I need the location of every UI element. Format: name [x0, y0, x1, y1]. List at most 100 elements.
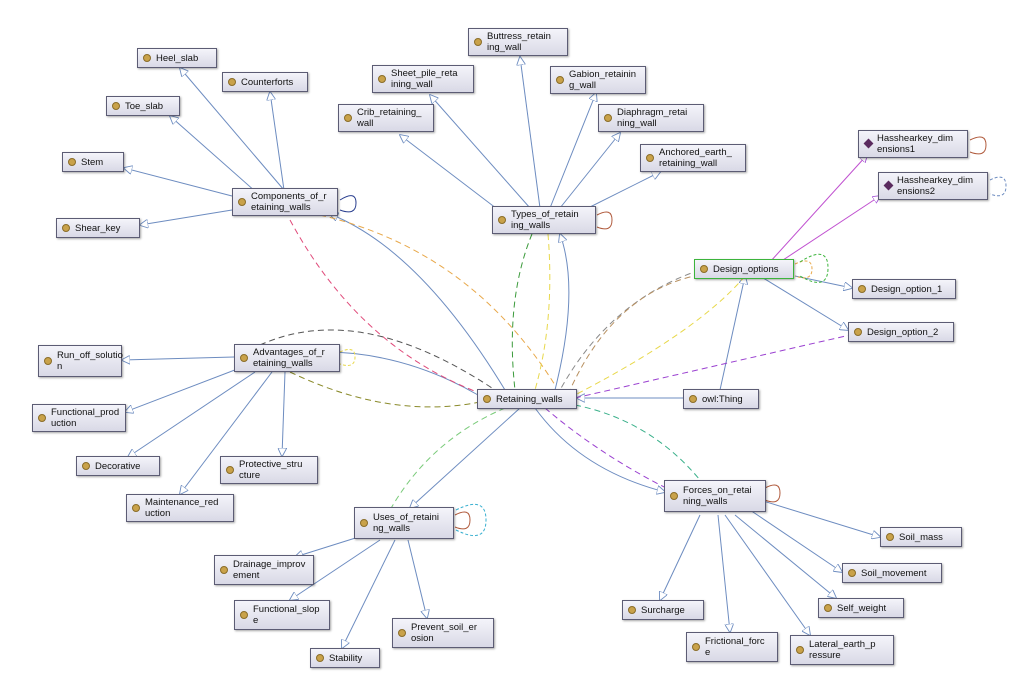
node-components-of-retaining-walls[interactable]: Components_of_r etaining_walls	[232, 188, 338, 216]
class-icon	[240, 354, 248, 362]
node-gabion-retaining-wall[interactable]: Gabion_retainin g_wall	[550, 66, 646, 94]
node-shear-key[interactable]: Shear_key	[56, 218, 140, 238]
edge-dashed-dark-advantages	[259, 329, 496, 391]
self-loop-types	[596, 211, 613, 230]
edge-advantages-functional-production	[125, 367, 241, 412]
node-decorative[interactable]: Decorative	[76, 456, 160, 476]
node-label: Stability	[329, 652, 363, 664]
node-stability[interactable]: Stability	[310, 648, 380, 668]
node-design-option-2[interactable]: Design_option_2	[848, 322, 954, 342]
class-icon	[689, 395, 697, 403]
node-label: Lateral_earth_p ressure	[809, 639, 876, 661]
edge-uses-drainage	[295, 534, 366, 557]
node-soil-movement[interactable]: Soil_movement	[842, 563, 942, 583]
node-uses-of-retaining-walls[interactable]: Uses_of_retaini ng_walls	[354, 507, 454, 539]
node-crib-retaining-wall[interactable]: Crib_retaining_ wall	[338, 104, 434, 132]
edge-dashed-green	[511, 233, 533, 391]
node-forces-on-retaining-walls[interactable]: Forces_on_retai ning_walls	[664, 480, 766, 512]
node-label: Buttress_retain ing_wall	[487, 31, 551, 53]
edge-types-diaphragm	[559, 133, 620, 209]
node-protective-structure[interactable]: Protective_stru cture	[220, 456, 318, 484]
node-toe-slab[interactable]: Toe_slab	[106, 96, 180, 116]
edge-design-options-hasshear2	[779, 196, 880, 263]
node-label: Counterforts	[241, 76, 294, 88]
edge-types-crib	[400, 135, 506, 216]
node-design-options[interactable]: Design_options	[694, 259, 794, 279]
edge-dashed-lightgreen-uses	[389, 407, 506, 511]
class-icon	[848, 569, 856, 577]
node-retaining-walls[interactable]: Retaining_walls	[477, 389, 577, 409]
node-self-weight[interactable]: Self_weight	[818, 598, 904, 618]
node-buttress-retaining-wall[interactable]: Buttress_retain ing_wall	[468, 28, 568, 56]
node-label: Shear_key	[75, 222, 121, 234]
edge-types-gabion	[549, 93, 596, 209]
node-types-of-retaining-walls[interactable]: Types_of_retain ing_walls	[492, 206, 596, 234]
node-sheet-pile-retaining-wall[interactable]: Sheet_pile_reta ining_wall	[372, 65, 474, 93]
node-design-option-1[interactable]: Design_option_1	[852, 279, 956, 299]
node-anchored-earth-retaining-wall[interactable]: Anchored_earth_ retaining_wall	[640, 144, 746, 172]
class-icon	[238, 198, 246, 206]
class-icon	[44, 357, 52, 365]
node-owl-thing[interactable]: owl:Thing	[683, 389, 759, 409]
self-loop-design-options-orange	[794, 260, 813, 279]
node-label: Self_weight	[837, 602, 887, 614]
node-label: Drainage_improv ement	[233, 559, 306, 581]
self-loop-forces	[764, 484, 781, 503]
node-hasshearkey-dimensions2[interactable]: Hasshearkey_dim ensions2	[878, 172, 988, 200]
node-counterforts[interactable]: Counterforts	[222, 72, 308, 92]
class-icon	[796, 646, 804, 654]
node-soil-mass[interactable]: Soil_mass	[880, 527, 962, 547]
node-drainage-improvement[interactable]: Drainage_improv ement	[214, 555, 314, 585]
node-frictional-force[interactable]: Frictional_forc e	[686, 632, 778, 662]
self-loop-advantages	[339, 348, 356, 366]
class-icon	[604, 114, 612, 122]
node-run-off-solution[interactable]: Run_off_solutio n	[38, 345, 123, 377]
node-lateral-earth-pressure[interactable]: Lateral_earth_p ressure	[790, 635, 894, 665]
class-icon	[628, 606, 636, 614]
individual-icon	[863, 138, 874, 149]
edge-forces-lateral	[724, 514, 810, 635]
class-icon	[692, 643, 700, 651]
class-icon	[62, 224, 70, 232]
class-icon	[556, 76, 564, 84]
node-prevent-soil-erosion[interactable]: Prevent_soil_er osion	[392, 618, 494, 648]
class-icon	[886, 533, 894, 541]
node-label: Run_off_solutio n	[57, 350, 123, 372]
node-label: Anchored_earth_ retaining_wall	[659, 147, 732, 169]
edge-advantages-protective	[282, 371, 285, 456]
class-icon	[854, 328, 862, 336]
class-icon	[68, 158, 76, 166]
class-icon	[824, 604, 832, 612]
edge-types-buttress	[520, 57, 541, 209]
node-maintenance-reduction[interactable]: Maintenance_red uction	[126, 494, 234, 522]
node-diaphragm-retaining-wall[interactable]: Diaphragm_retai ning_wall	[598, 104, 704, 132]
class-icon	[316, 654, 324, 662]
node-functional-production[interactable]: Functional_prod uction	[32, 404, 126, 432]
node-label: Hasshearkey_dim ensions2	[897, 175, 974, 197]
edge-types-sheet-pile	[430, 95, 531, 209]
node-label: Surcharge	[641, 604, 685, 616]
edge-advantages-run-off	[122, 357, 235, 360]
node-advantages-of-retaining-walls[interactable]: Advantages_of_r etaining_walls	[234, 344, 340, 372]
node-label: Crib_retaining_ wall	[357, 107, 422, 129]
edge-retaining-uses	[410, 407, 521, 508]
edge-dashed-purple-design2	[574, 334, 851, 399]
edge-dashed-brown	[569, 271, 721, 391]
node-stem[interactable]: Stem	[62, 152, 124, 172]
self-loop-design-options-green	[799, 253, 829, 283]
edge-uses-prevent-erosion	[407, 539, 427, 618]
edge-types-anchored	[579, 172, 660, 213]
node-heel-slab[interactable]: Heel_slab	[137, 48, 217, 68]
node-label: Toe_slab	[125, 100, 164, 112]
self-loop-hasshear1	[969, 136, 987, 155]
node-functional-slope[interactable]: Functional_slop e	[234, 600, 330, 630]
edge-components-heel-slab	[180, 68, 285, 191]
node-surcharge[interactable]: Surcharge	[622, 600, 704, 620]
node-hasshearkey-dimensions1[interactable]: Hasshearkey_dim ensions1	[858, 130, 968, 158]
node-label: Functional_slop e	[253, 604, 320, 626]
edge-forces-self-weight	[734, 514, 836, 598]
class-icon	[143, 54, 151, 62]
class-icon	[858, 285, 866, 293]
node-label: Soil_mass	[899, 531, 943, 543]
class-icon	[700, 265, 708, 273]
